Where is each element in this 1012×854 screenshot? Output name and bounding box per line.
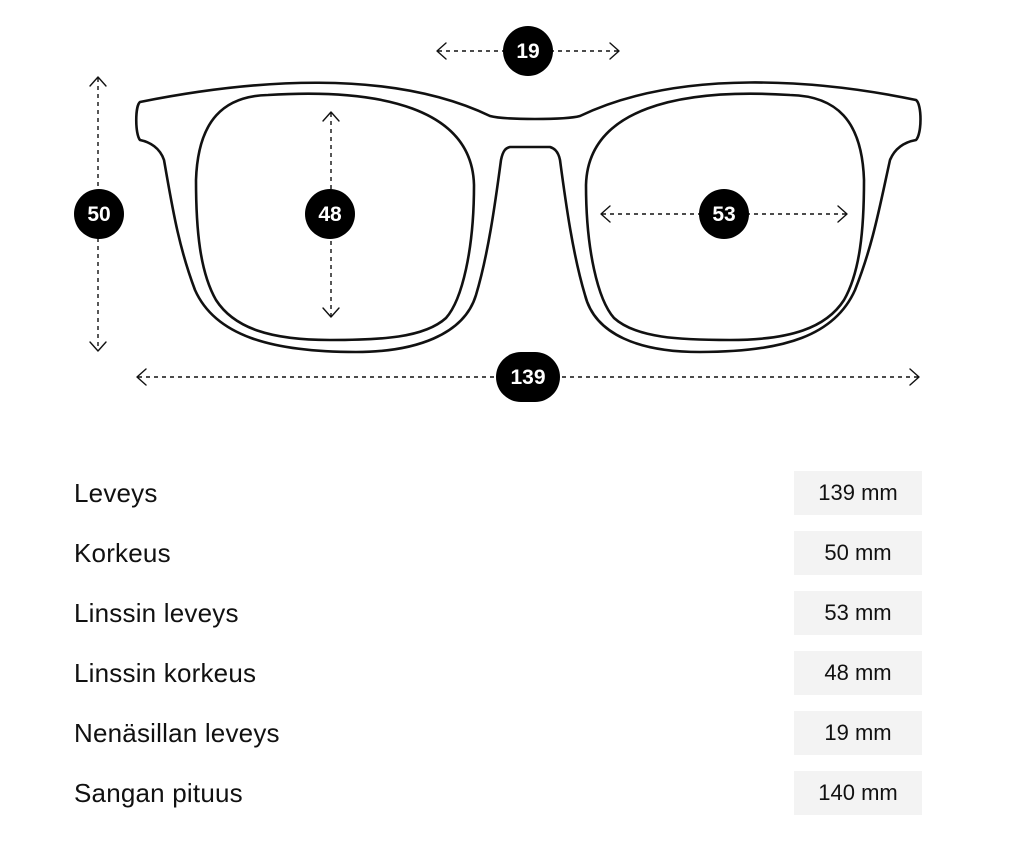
svg-text:50: 50 (87, 203, 110, 226)
badge-total-width: 139 (496, 352, 560, 402)
spec-label: Leveys (74, 477, 158, 508)
badge-lens-height: 48 (305, 189, 355, 239)
arrow-up-icon (322, 111, 340, 122)
spec-value: 140 mm (794, 771, 922, 815)
spec-label: Nenäsillan leveys (74, 717, 280, 748)
spec-row-lens-height: Linssin korkeus 48 mm (74, 651, 922, 695)
badge-lens-width: 53 (699, 189, 749, 239)
svg-text:48: 48 (318, 203, 342, 226)
spec-label: Linssin leveys (74, 597, 239, 628)
spec-value: 50 mm (794, 531, 922, 575)
spec-label: Sangan pituus (74, 777, 243, 808)
spec-label: Linssin korkeus (74, 657, 257, 688)
badge-frame-height: 50 (74, 189, 124, 239)
spec-value: 139 mm (794, 471, 922, 515)
svg-text:53: 53 (712, 203, 735, 226)
arrow-left-icon (436, 42, 447, 60)
arrow-down-icon (89, 341, 107, 352)
spec-row-lens-width: Linssin leveys 53 mm (74, 591, 922, 635)
svg-text:139: 139 (510, 366, 545, 389)
spec-row-bridge-width: Nenäsillan leveys 19 mm (74, 711, 922, 755)
spec-value: 53 mm (794, 591, 922, 635)
spec-row-temple-length: Sangan pituus 140 mm (74, 771, 922, 815)
spec-value: 19 mm (794, 711, 922, 755)
spec-row-width: Leveys 139 mm (74, 471, 922, 515)
spec-value: 48 mm (794, 651, 922, 695)
spec-label: Korkeus (74, 537, 171, 568)
badge-bridge-width: 19 (503, 26, 553, 76)
arrow-right-icon (909, 368, 920, 386)
arrow-right-icon (609, 42, 620, 60)
svg-text:19: 19 (516, 40, 539, 63)
arrow-right-icon (837, 205, 848, 223)
arrow-left-icon (136, 368, 147, 386)
arrow-left-icon (600, 205, 611, 223)
spec-row-height: Korkeus 50 mm (74, 531, 922, 575)
spec-table: Leveys 139 mm Korkeus 50 mm Linssin leve… (74, 471, 922, 831)
glasses-dimension-diagram: 19 50 48 53 139 (74, 26, 922, 402)
arrow-down-icon (322, 307, 340, 318)
arrow-up-icon (89, 76, 107, 87)
